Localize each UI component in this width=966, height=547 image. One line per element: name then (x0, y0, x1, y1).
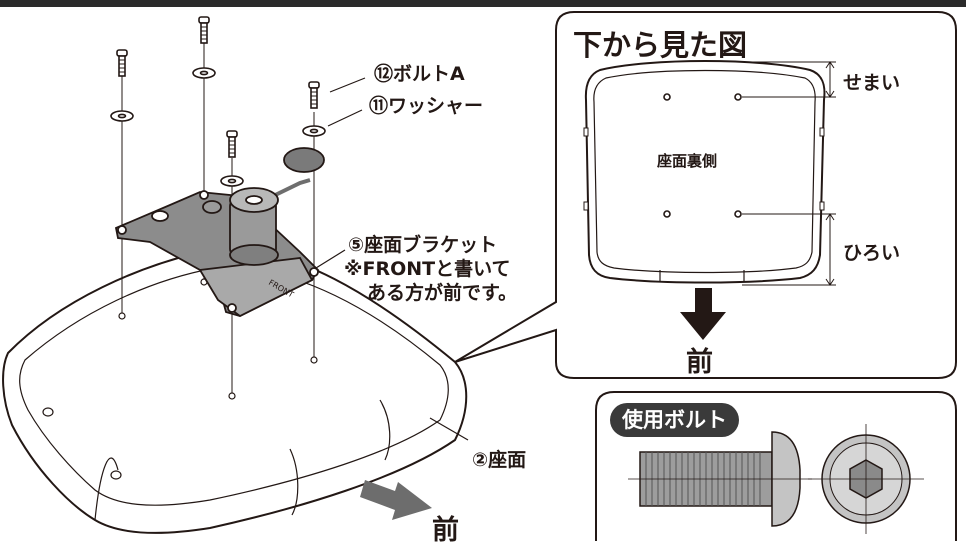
bottom-view-panel (454, 11, 957, 379)
bracket-note-line2: ある方が前です。 (367, 282, 518, 304)
bolt-4 (308, 81, 320, 109)
wide-label: ひろい (843, 242, 901, 264)
seat-bracket (114, 147, 325, 318)
bolt-a-label: ⑫ボルトA (374, 63, 465, 85)
top-bar (0, 0, 966, 7)
washer-label: ⑪ワッシャー (369, 95, 484, 117)
bolt-2 (198, 16, 210, 44)
seat-label: ②座面 (472, 449, 527, 471)
front-label-main: 前 (432, 515, 459, 546)
bracket-label: ⑤座面ブラケット (348, 234, 498, 256)
bolts (116, 16, 320, 158)
front-arrow (360, 480, 432, 520)
bolt-3 (226, 130, 238, 158)
bottom-view-title: 下から見た図 (573, 28, 748, 62)
bolt-used-badge: 使用ボルト (610, 403, 739, 437)
bolt-1 (116, 49, 128, 77)
seat-underside-label: 座面裏側 (657, 152, 718, 170)
washers (110, 67, 326, 187)
leader-lines (315, 77, 469, 441)
bottom-view-front-label: 前 (686, 347, 713, 378)
narrow-label: せまい (843, 72, 901, 94)
bracket-note-line1: ※FRONTと書いて (344, 258, 511, 280)
